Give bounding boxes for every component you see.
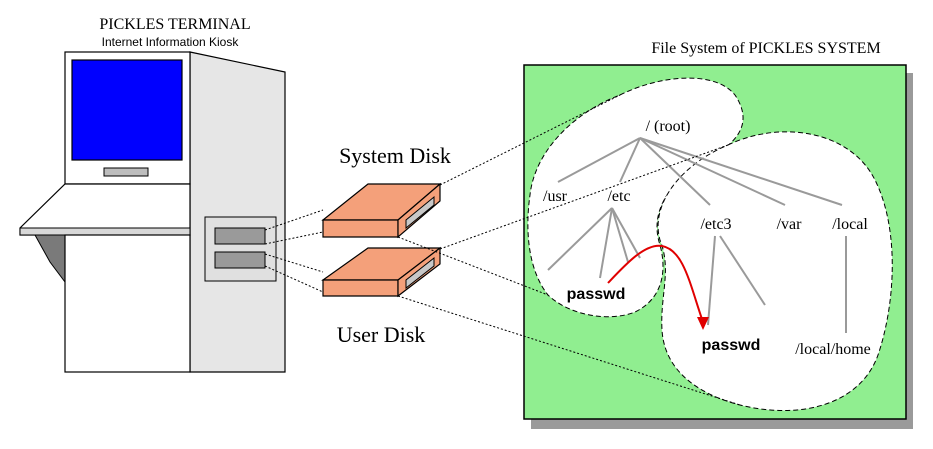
node-local: /local	[832, 216, 868, 233]
node-etc: /etc	[607, 188, 630, 205]
shelf-edge	[19, 227, 191, 236]
shelf-bracket-left	[34, 234, 66, 284]
user-disk-region	[657, 131, 893, 411]
drive-slot-user	[214, 251, 266, 269]
user-disk-slot	[405, 256, 435, 290]
monitor-screen	[71, 59, 183, 161]
connector-lines	[264, 94, 741, 406]
user-disk-front	[322, 279, 399, 297]
node-local-home: /local/home	[795, 341, 871, 358]
node-passwd-system: passwd	[567, 286, 626, 303]
system-disk-front	[322, 219, 399, 238]
user-disk-label: User Disk	[337, 322, 426, 347]
drive-slot-system	[214, 227, 266, 245]
system-disk-region	[527, 77, 744, 318]
card-slot	[103, 167, 149, 177]
cabinet-base	[64, 234, 191, 373]
tree-nodes: / (root) /usr /etc /etc3 /var /local pas…	[543, 118, 871, 358]
system-disk: System Disk	[321, 143, 451, 239]
node-var: /var	[777, 216, 803, 233]
passwd-redirect-arrow	[607, 244, 704, 323]
user-disk: User Disk	[321, 246, 442, 347]
system-disk-slot	[405, 195, 435, 230]
keyboard-shelf	[19, 183, 191, 236]
kiosk-terminal: PICKLES TERMINAL Internet Information Ki…	[19, 16, 286, 373]
cabinet-side	[189, 51, 286, 373]
node-passwd-user: passwd	[702, 337, 761, 354]
terminal-title: PICKLES TERMINAL	[99, 16, 250, 33]
node-root: / (root)	[646, 118, 691, 135]
arrow-head	[697, 317, 709, 330]
system-disk-label: System Disk	[339, 143, 451, 168]
filesystem-panel: File System of PICKLES SYSTEM / (root) /…	[523, 40, 913, 429]
node-etc3: /etc3	[700, 216, 731, 233]
node-usr: /usr	[543, 188, 568, 205]
drive-bay	[204, 216, 277, 282]
filesystem-title: File System of PICKLES SYSTEM	[651, 40, 880, 57]
tree-edges	[547, 137, 847, 333]
terminal-subtitle: Internet Information Kiosk	[102, 35, 240, 49]
